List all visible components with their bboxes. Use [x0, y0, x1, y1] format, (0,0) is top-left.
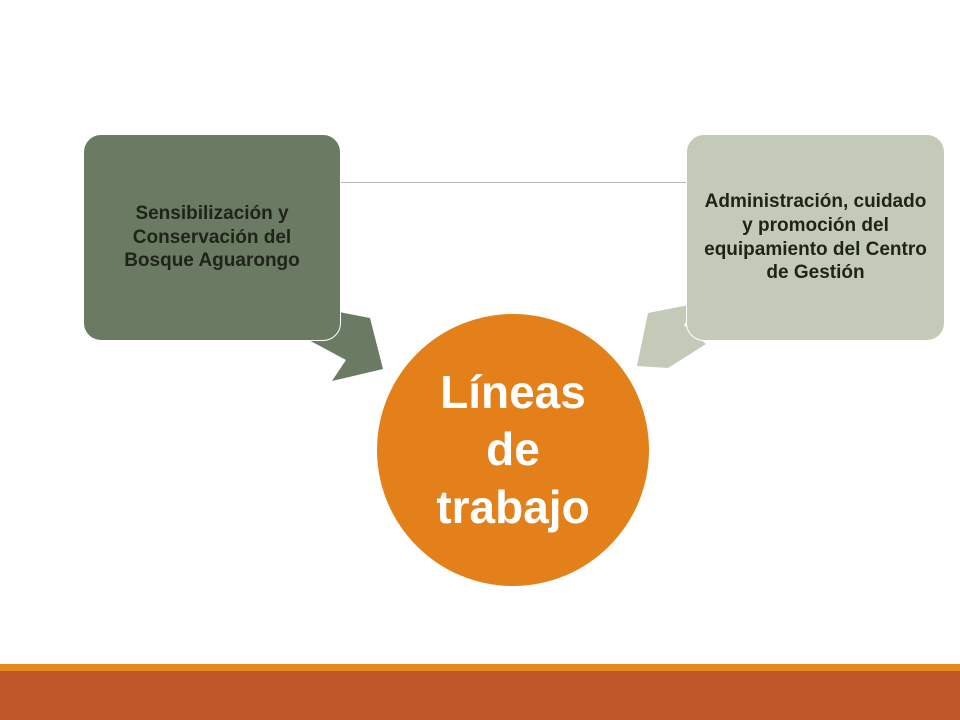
footer-bar: [0, 671, 960, 720]
right-node-box: Administración, cuidado y promoción del …: [686, 134, 945, 341]
left-node-box: Sensibilización y Conservación del Bosqu…: [83, 134, 341, 341]
center-node-label: Líneas de trabajo: [436, 365, 590, 533]
connector-line: [340, 182, 692, 183]
right-arrow: [637, 303, 706, 368]
center-node-circle: Líneas de trabajo: [377, 314, 649, 586]
right-node-label: Administración, cuidado y promoción del …: [704, 191, 927, 284]
left-node-label: Sensibilización y Conservación del Bosqu…: [124, 202, 300, 272]
footer-accent-line: [0, 664, 960, 671]
